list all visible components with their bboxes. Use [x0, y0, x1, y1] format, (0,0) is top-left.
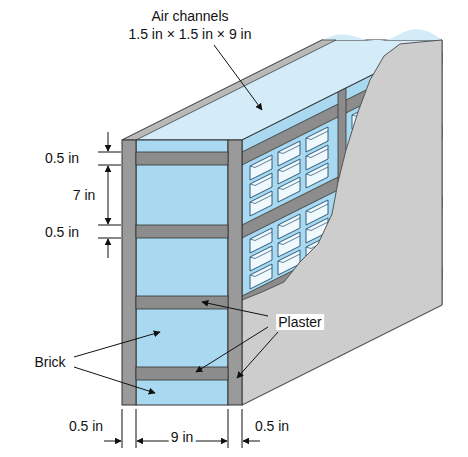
channel-depth	[278, 145, 300, 154]
channel-depth	[250, 250, 272, 259]
plaster-band	[136, 152, 228, 165]
part-label: Brick	[32, 354, 67, 370]
air-channel	[278, 177, 300, 202]
channel-depth	[250, 195, 272, 204]
channel-depth	[278, 218, 300, 227]
dimension-label: 0.5 in	[43, 150, 81, 166]
dimension-label: 0.5 in	[67, 418, 105, 434]
channel-depth	[250, 268, 272, 277]
air-channel	[250, 264, 272, 289]
leader-lines	[74, 45, 278, 393]
dimension-label: 7 in	[71, 187, 98, 203]
part-label: Plaster	[276, 314, 324, 330]
channel-depth	[250, 177, 272, 186]
brick-side-face	[242, 40, 442, 405]
callout-label: Air channels	[149, 8, 230, 24]
plaster-right	[228, 140, 242, 405]
plaster-left	[122, 140, 136, 405]
dimension-label: 0.5 in	[253, 418, 291, 434]
channel-depth	[250, 232, 272, 241]
brick-front	[136, 140, 228, 405]
dimension-label: 9 in	[169, 429, 196, 445]
channel-depth	[278, 236, 300, 245]
channel-depth	[278, 254, 300, 263]
channel-depth	[250, 159, 272, 168]
plaster-band	[136, 225, 228, 238]
dimension-label: 1.5 in × 1.5 in × 9 in	[127, 26, 254, 42]
air-channel	[250, 191, 272, 216]
channel-depth	[278, 163, 300, 172]
plaster-band	[136, 296, 228, 309]
dimension-label: 0.5 in	[43, 224, 81, 240]
channel-depth	[306, 204, 328, 213]
bottom-dimensions	[104, 409, 260, 448]
channel-depth	[306, 131, 328, 140]
left-dimensions	[98, 132, 121, 258]
plaster-band	[136, 367, 228, 380]
channel-depth	[278, 181, 300, 190]
channel-depth	[306, 149, 328, 158]
air-channel	[306, 163, 328, 188]
channel-depth	[306, 167, 328, 176]
top-tear	[322, 29, 442, 41]
plaster-right-face	[242, 40, 442, 405]
